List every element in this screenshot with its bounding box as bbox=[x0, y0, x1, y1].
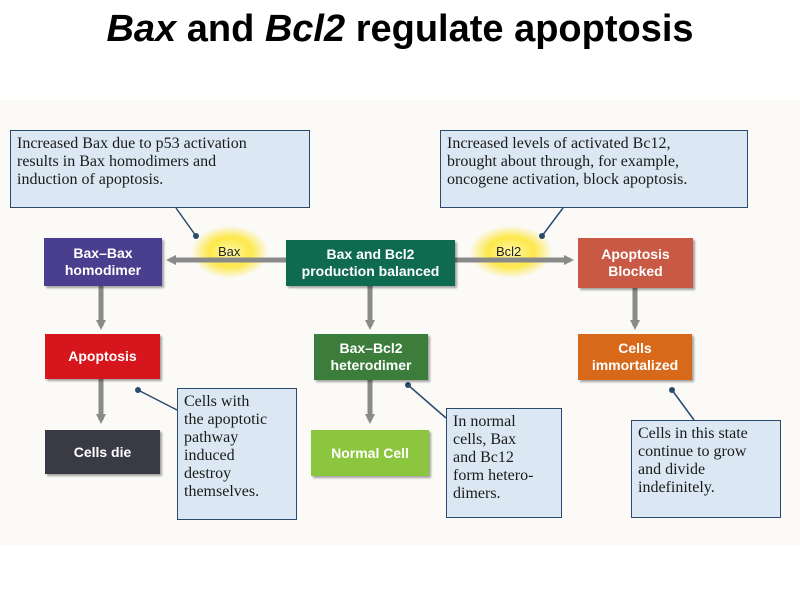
title-bax: Bax bbox=[106, 8, 177, 50]
apoptosis-box: Apoptosis bbox=[45, 334, 160, 379]
note-normal-cells: In normal cells, Bax and Bc12 form heter… bbox=[446, 408, 562, 518]
center-box: Bax and Bcl2 production balanced bbox=[286, 240, 455, 286]
page-title: Bax and Bcl2 regulate apoptosis bbox=[0, 8, 800, 51]
title-bcl2: Bcl2 bbox=[264, 8, 346, 50]
note-apoptotic-pathway: Cells with the apoptotic pathway induced… bbox=[177, 388, 297, 520]
pointer-top-right bbox=[541, 207, 564, 237]
note-bax-increase: Increased Bax due to p53 activation resu… bbox=[10, 130, 310, 208]
apoptosis-blocked-box: Apoptosis Blocked bbox=[578, 238, 693, 288]
bax-burst-label: Bax bbox=[218, 244, 241, 259]
bcl2-burst bbox=[470, 226, 552, 278]
title-rest: regulate apoptosis bbox=[345, 8, 694, 50]
note-bcl2-increase: Increased levels of activated Bc12, brou… bbox=[440, 130, 748, 208]
cells-die-box: Cells die bbox=[45, 430, 160, 474]
bax-bax-homodimer-box: Bax–Bax homodimer bbox=[44, 238, 162, 286]
cells-immortalized-box: Cells immortalized bbox=[578, 334, 692, 380]
bax-burst bbox=[192, 226, 268, 278]
pointer-immortal bbox=[671, 389, 695, 421]
pointer-apoptotic bbox=[137, 389, 178, 411]
note-immortalized: Cells in this state continue to grow and… bbox=[631, 420, 781, 518]
bcl2-burst-label: Bcl2 bbox=[496, 244, 522, 259]
title-and: and bbox=[176, 8, 265, 50]
normal-cell-box: Normal Cell bbox=[311, 430, 429, 476]
heterodimer-box: Bax–Bcl2 heterodimer bbox=[314, 334, 428, 380]
pointer-top-left bbox=[175, 207, 197, 237]
pointer-normal bbox=[407, 384, 447, 419]
